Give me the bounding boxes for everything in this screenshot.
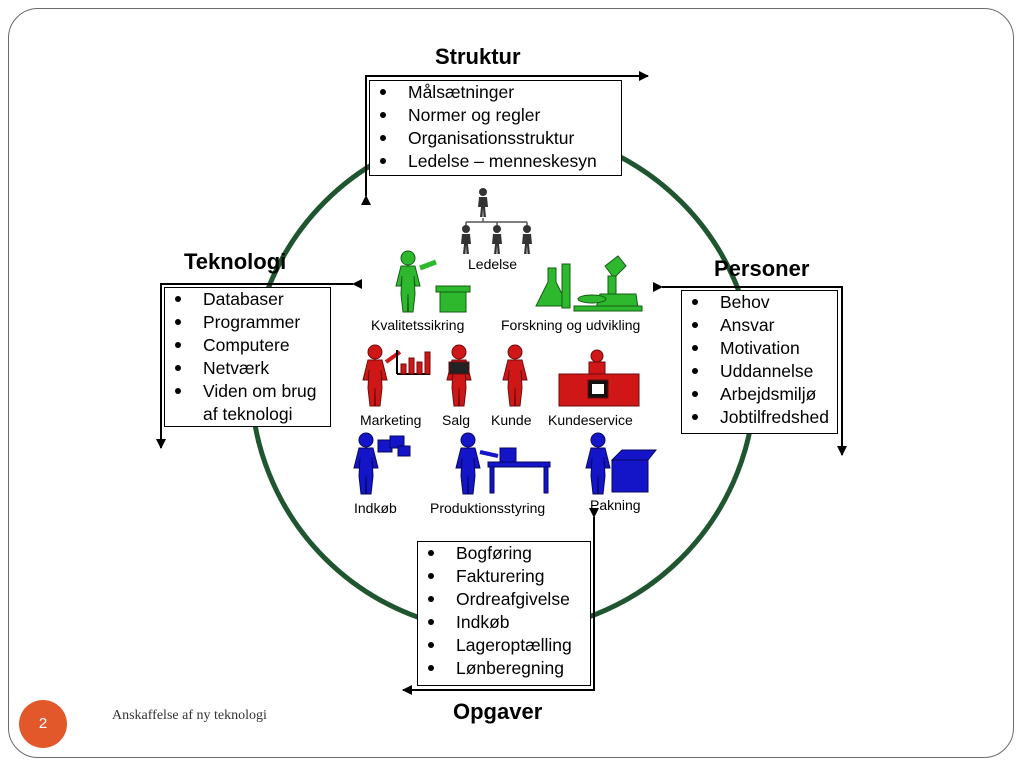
list-item: Ansvar [692,314,837,337]
list-item: Fakturering [428,565,590,588]
opgaver-box: Bogføring Fakturering Ordreafgivelse Ind… [417,541,591,686]
forskning-label: Forskning og udvikling [501,317,641,333]
struktur-arrow [361,71,649,205]
list-item: Viden om brug af teknologi [175,380,331,426]
kunde-label: Kunde [491,412,532,428]
personer-list: Behov Ansvar Motivation Uddannelse Arbej… [682,291,837,429]
teknologi-list: Databaser Programmer Computere Netværk V… [165,288,330,426]
struktur-list: Målsætninger Normer og regler Organisati… [370,81,621,173]
sales-figure-icon [446,344,472,407]
teknologi-heading: Teknologi [184,249,287,274]
list-item: Databaser [175,288,330,311]
slide-frame [8,8,1014,758]
struktur-heading: Struktur [435,44,521,69]
list-item: Arbejdsmiljø [692,383,837,406]
list-item: Lønberegning [428,657,590,680]
opgaver-list: Bogføring Fakturering Ordreafgivelse Ind… [418,542,590,680]
purchasing-figure-icon [353,432,411,495]
list-item: Jobtilfredshed [692,406,837,429]
production-control-figure-icon [455,432,551,495]
kvalitetssikring-label: Kvalitetssikring [371,317,465,333]
teknologi-arrow [156,279,362,449]
produktionsstyring-label: Produktionsstyring [430,500,546,516]
management-org-chart-icon [461,188,532,254]
opgaver-arrow [402,508,599,695]
list-item: Behov [692,291,837,314]
list-item: Målsætninger [380,81,621,104]
list-item: Lageroptælling [428,634,590,657]
slide-number-badge: 2 [19,700,67,748]
teknologi-box: Databaser Programmer Computere Netværk V… [164,287,331,427]
list-item: Computere [175,334,330,357]
footer-text: Anskaffelse af ny teknologi [112,708,267,723]
research-lab-icon [535,255,643,312]
salg-label: Salg [442,412,471,428]
ledelse-label: Ledelse [468,256,518,272]
personer-arrow [653,282,847,456]
packing-figure-icon [585,432,658,495]
customer-service-desk-icon [558,349,640,407]
quality-assurance-figure-icon [395,250,471,313]
kundeservice-label: Kundeservice [548,412,633,428]
indkob-label: Indkøb [354,500,397,516]
list-item: Normer og regler [380,104,621,127]
list-item: Ledelse – menneskesyn [380,150,621,173]
marketing-label: Marketing [360,412,422,428]
list-item: Uddannelse [692,360,837,383]
pakning-label: Pakning [590,497,641,513]
list-item: Programmer [175,311,330,334]
list-item: Indkøb [428,611,590,634]
opgaver-heading: Opgaver [453,699,543,724]
list-item: Motivation [692,337,837,360]
list-item: Netværk [175,357,330,380]
list-item: Bogføring [428,542,590,565]
customer-figure-icon [502,344,528,407]
struktur-box: Målsætninger Normer og regler Organisati… [369,80,622,176]
list-item: Ordreafgivelse [428,588,590,611]
personer-heading: Personer [714,256,810,281]
list-item: Organisationsstruktur [380,127,621,150]
marketing-figure-icon [362,344,431,407]
personer-box: Behov Ansvar Motivation Uddannelse Arbej… [681,290,838,434]
